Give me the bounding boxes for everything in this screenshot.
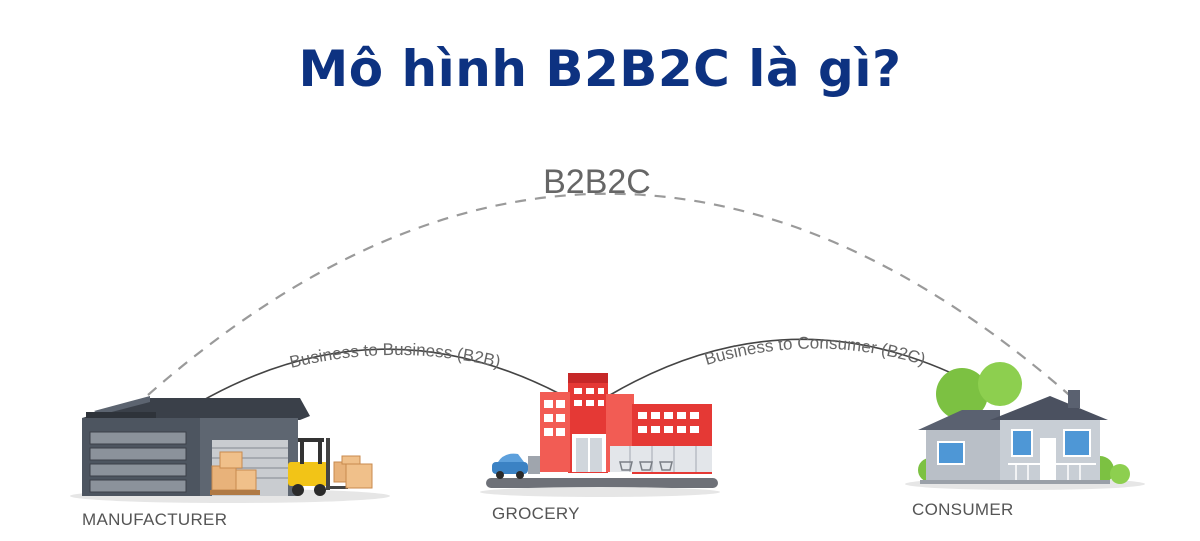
b2b-connector — [199, 348, 563, 403]
b2c-connector — [609, 338, 973, 396]
manufacturer-label: MANUFACTURER — [82, 510, 228, 529]
grocery-store-icon — [480, 373, 720, 497]
forklift-icon — [288, 438, 373, 496]
b2c-label: Business to Consumer (B2C) — [702, 333, 928, 369]
car-icon — [492, 453, 540, 479]
page-title: Mô hình B2B2C là gì? — [298, 40, 902, 98]
house-icon — [905, 362, 1145, 490]
grocery-label: GROCERY — [492, 504, 580, 523]
b2b-label: Business to Business (B2B) — [288, 340, 503, 372]
boxes-icon — [210, 451, 260, 495]
b2b2c-dashed-arc — [147, 192, 1076, 401]
b2b2c-label: B2B2C — [543, 163, 651, 201]
consumer-label: CONSUMER — [912, 500, 1014, 519]
